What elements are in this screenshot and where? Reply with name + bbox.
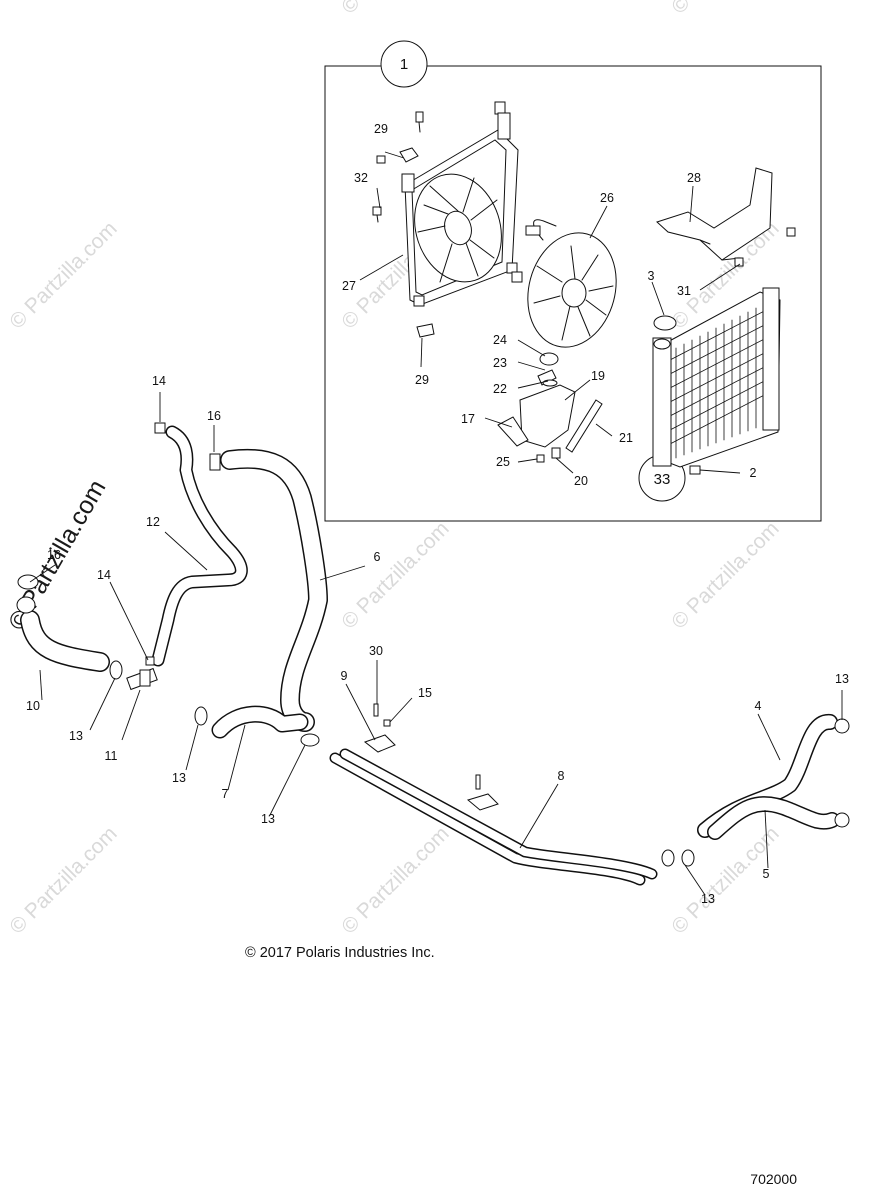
tube-clip-upper xyxy=(466,774,499,811)
callout-17: 17 xyxy=(461,412,475,426)
hose-7 xyxy=(211,705,309,739)
watermark: © Partzilla.com xyxy=(667,517,783,633)
callout-31: 31 xyxy=(677,284,691,298)
callout-9: 9 xyxy=(341,669,348,683)
clamp xyxy=(834,718,850,734)
callout-7: 7 xyxy=(222,787,229,801)
watermark: © Partzilla.com xyxy=(667,0,783,19)
callout-19: 19 xyxy=(591,369,605,383)
watermark: © Partzilla.com xyxy=(337,517,453,633)
callout-20: 20 xyxy=(574,474,588,488)
callout-25: 25 xyxy=(496,455,510,469)
tube-clip-9 xyxy=(363,703,396,753)
callout-23: 23 xyxy=(493,356,507,370)
callout-6: 6 xyxy=(374,550,381,564)
callout-30: 30 xyxy=(369,644,383,658)
callout-24: 24 xyxy=(493,333,507,347)
callout-27: 27 xyxy=(342,279,356,293)
callout-28: 28 xyxy=(687,171,701,185)
clamp-16-left xyxy=(16,574,39,614)
hose-10 xyxy=(20,610,110,672)
clamp-16-upper xyxy=(209,453,221,471)
clamp xyxy=(300,733,320,747)
callout-1: 1 xyxy=(400,56,408,73)
callout-circle-1 xyxy=(380,40,428,88)
callout-22: 22 xyxy=(493,382,507,396)
callout-4: 4 xyxy=(755,699,762,713)
hose-5 xyxy=(707,795,840,840)
callout-26: 26 xyxy=(600,191,614,205)
callout-8: 8 xyxy=(558,769,565,783)
callout-labels: 1 33 29 32 27 29 26 28 3 31 24 23 22 19 … xyxy=(26,56,849,906)
watermark: © Partzilla.com xyxy=(5,217,121,333)
radiator-assembly-group xyxy=(324,40,822,522)
callout-29: 29 xyxy=(374,122,388,136)
cooling-fan xyxy=(511,219,617,348)
fastener-29-top xyxy=(399,111,424,163)
callout-3: 3 xyxy=(648,269,655,283)
diagram-number: 702000 xyxy=(750,1171,797,1187)
coolant-reservoir xyxy=(497,352,603,463)
callout-15: 15 xyxy=(418,686,432,700)
clamp xyxy=(194,706,208,726)
callout-14: 14 xyxy=(152,374,166,388)
callout-13: 13 xyxy=(701,892,715,906)
callout-13: 13 xyxy=(261,812,275,826)
cap-14-lower xyxy=(145,656,155,666)
callout-32: 32 xyxy=(354,171,368,185)
callout-13: 13 xyxy=(172,771,186,785)
callout-13: 13 xyxy=(835,672,849,686)
watermark: © Partzilla.com xyxy=(337,822,453,938)
assembly-frame xyxy=(324,65,822,522)
callout-16: 16 xyxy=(207,409,221,423)
fan-shroud xyxy=(401,101,519,307)
callout-13: 13 xyxy=(69,729,83,743)
callout-10: 10 xyxy=(26,699,40,713)
copyright-notice: © 2017 Polaris Industries Inc. xyxy=(245,945,435,961)
hose-6 xyxy=(220,448,328,732)
callout-5: 5 xyxy=(763,867,770,881)
fastener-29-bottom xyxy=(416,323,435,338)
callout-29: 29 xyxy=(415,373,429,387)
watermark: © Partzilla.com xyxy=(337,0,453,19)
callout-2: 2 xyxy=(750,466,757,480)
callout-12: 12 xyxy=(146,515,160,529)
callout-16: 16 xyxy=(47,548,61,562)
callout-21: 21 xyxy=(619,431,633,445)
cap-14-upper xyxy=(154,422,166,434)
radiator-core xyxy=(652,287,781,475)
callout-14: 14 xyxy=(97,568,111,582)
clamp xyxy=(661,849,695,867)
clamp xyxy=(109,660,123,680)
tee-fitting-11 xyxy=(126,667,158,691)
tube-8 xyxy=(329,748,658,886)
mounting-bracket xyxy=(656,167,796,267)
watermark: © Partzilla.com xyxy=(5,822,121,938)
clamp xyxy=(834,812,850,828)
callout-33: 33 xyxy=(654,471,671,488)
fastener-32 xyxy=(372,155,386,223)
hose-12 xyxy=(151,425,248,667)
callout-11: 11 xyxy=(105,749,118,763)
